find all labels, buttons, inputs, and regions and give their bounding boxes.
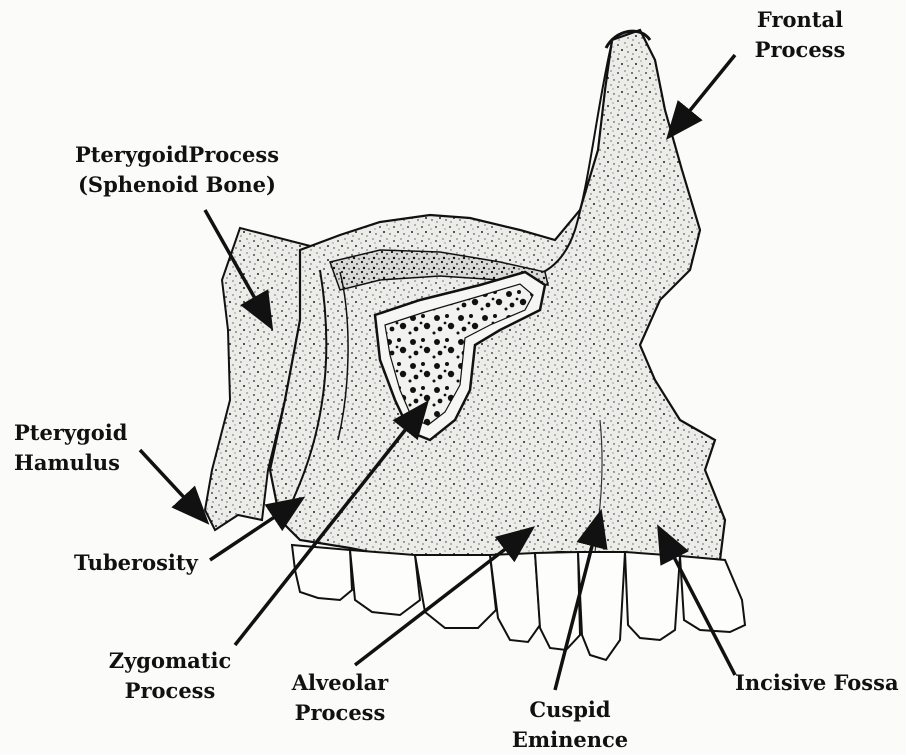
label-incisive-fossa: Incisive Fossa [735,668,899,698]
label-pterygoid-process-line-2: (Sphenoid Bone) [62,170,292,200]
label-frontal-process-line-1: Frontal [745,5,855,35]
label-frontal-process: Frontal Process [745,5,855,65]
arrow-frontal-process [670,55,735,135]
label-cuspid-eminence: Cuspid Eminence [500,695,640,755]
lateral-incisor-shape [625,552,680,640]
premolar-2-shape [490,553,540,642]
label-zygomatic-process-line-2: Process [100,676,240,706]
label-cuspid-eminence-line-1: Cuspid [500,695,640,725]
label-pterygoid-process-line-1: PterygoidProcess [62,140,292,170]
label-zygomatic-process: Zygomatic Process [100,646,240,706]
label-alveolar-process: Alveolar Process [280,668,400,728]
premolar-1-shape [535,552,580,650]
label-cuspid-eminence-line-2: Eminence [500,725,640,755]
central-incisor-shape [680,556,745,632]
label-tuberosity: Tuberosity [74,548,198,578]
label-pterygoid-hamulus-line-2: Hamulus [14,448,154,478]
molar-3-shape [292,545,352,600]
label-alveolar-process-line-1: Alveolar [280,668,400,698]
label-tuberosity-text: Tuberosity [74,548,198,578]
label-incisive-fossa-text: Incisive Fossa [735,668,899,698]
label-frontal-process-line-2: Process [745,35,855,65]
label-pterygoid-hamulus: Pterygoid Hamulus [14,418,154,478]
label-zygomatic-process-line-1: Zygomatic [100,646,240,676]
label-pterygoid-process: PterygoidProcess (Sphenoid Bone) [62,140,292,200]
label-alveolar-process-line-2: Process [280,698,400,728]
label-pterygoid-hamulus-line-1: Pterygoid [14,418,154,448]
molar-2-shape [350,550,420,615]
